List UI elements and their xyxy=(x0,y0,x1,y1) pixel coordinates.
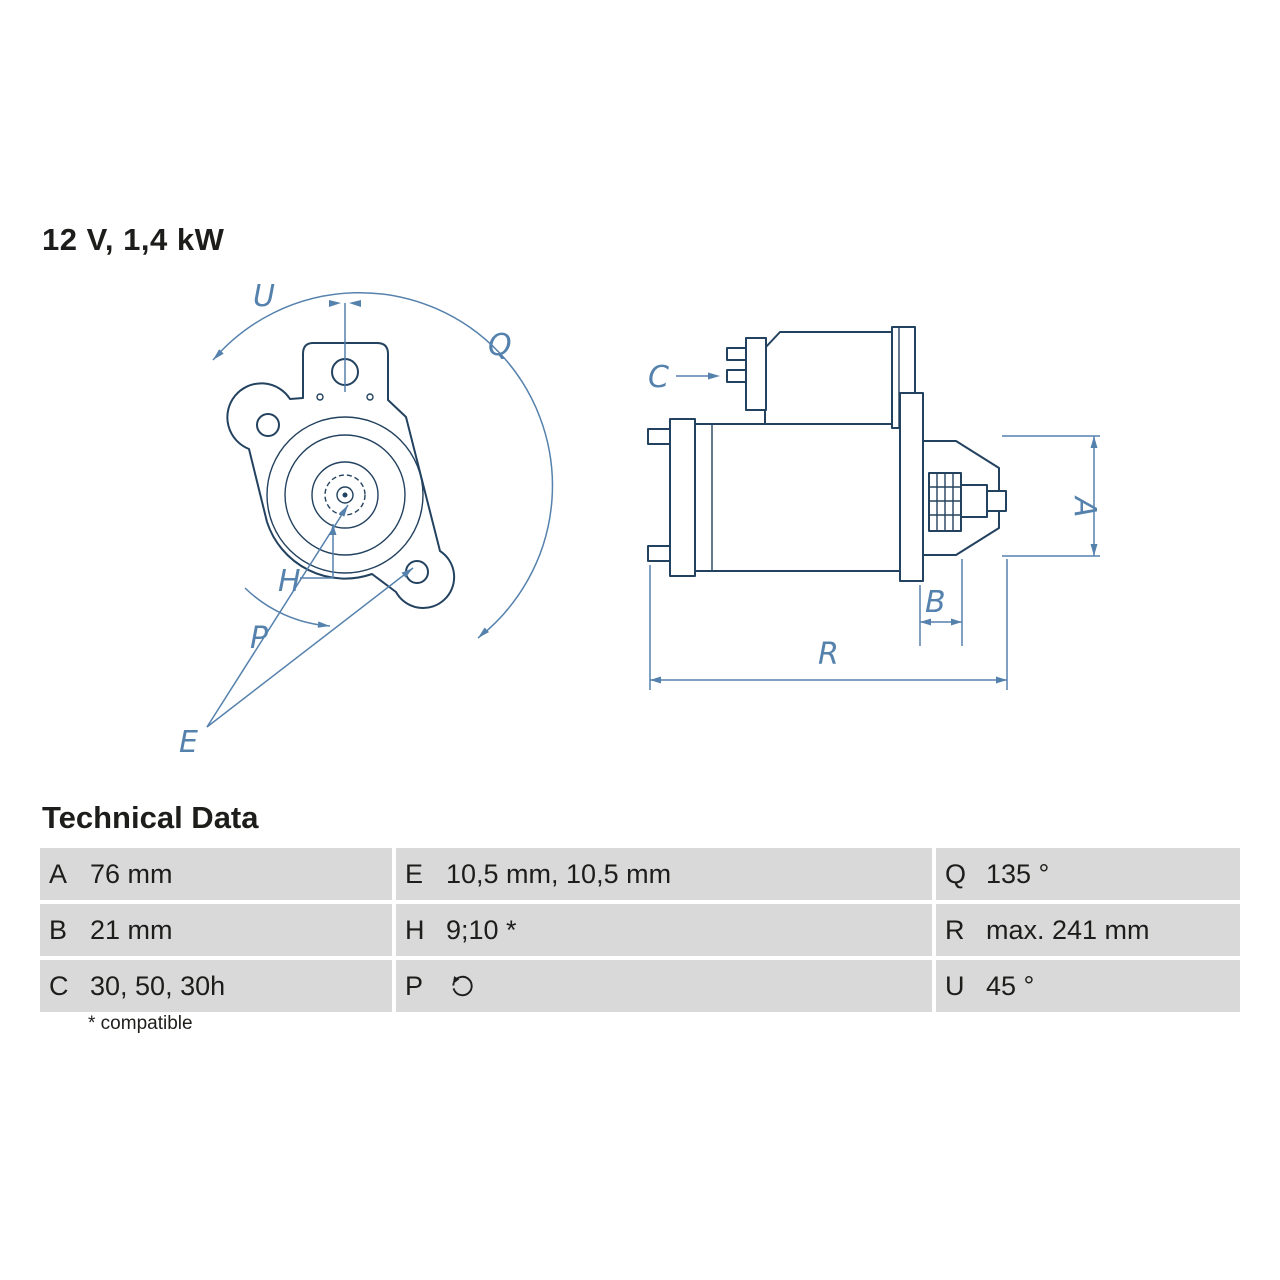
motor-body xyxy=(694,423,906,572)
drive-shaft xyxy=(960,484,988,518)
mounting-flange xyxy=(899,392,924,582)
spec-cell-e: E 10,5 mm, 10,5 mm xyxy=(396,848,932,900)
spec-value: 21 mm xyxy=(90,914,173,945)
spec-key: A xyxy=(49,858,68,889)
dim-label-q: Q xyxy=(488,328,512,363)
end-cap xyxy=(669,418,696,577)
mounting-hole-top xyxy=(256,413,280,437)
spec-value: 9;10 * xyxy=(446,914,517,945)
terminal-stud-bottom xyxy=(726,369,747,383)
spec-value: 10,5 mm, 10,5 mm xyxy=(446,858,672,889)
spec-value: max. 241 mm xyxy=(986,914,1150,945)
front-view-dimensions: U Q H P E xyxy=(179,279,554,760)
dim-label-u: U xyxy=(253,279,275,314)
technical-data-table: A 76 mm E 10,5 mm, 10,5 mm Q 135 ° B 21 … xyxy=(40,848,1240,1012)
side-view-dimensions: C A B R xyxy=(648,360,1102,690)
spec-key: U xyxy=(945,970,965,1001)
spec-cell-c: C 30, 50, 30h xyxy=(40,960,392,1012)
spec-key: E xyxy=(405,858,424,889)
dim-label-h: H xyxy=(278,564,301,599)
dim-label-r: R xyxy=(818,637,839,672)
spec-key: Q xyxy=(945,858,967,889)
spec-key: P xyxy=(405,970,424,1001)
spec-cell-q: Q 135 ° xyxy=(936,848,1240,900)
technical-data-heading: Technical Data xyxy=(42,800,259,835)
spec-value: 45 ° xyxy=(986,970,1035,1001)
spec-key: C xyxy=(49,970,69,1001)
spline-hub xyxy=(324,474,366,516)
front-view-drawing xyxy=(226,342,456,609)
spec-cell-h: H 9;10 * xyxy=(396,904,932,956)
terminal-stud-top xyxy=(726,347,747,361)
dim-label-b: B xyxy=(925,585,946,620)
dim-label-p: P xyxy=(250,621,269,656)
angle-arc xyxy=(212,292,554,639)
spec-cell-b: B 21 mm xyxy=(40,904,392,956)
spec-cell-p: P xyxy=(396,960,932,1012)
shaft-end xyxy=(986,490,1007,512)
spec-key: R xyxy=(945,914,965,945)
dim-label-e: E xyxy=(179,725,198,760)
spec-value: 135 ° xyxy=(986,858,1050,889)
solenoid xyxy=(764,331,893,425)
spec-value: 76 mm xyxy=(90,858,173,889)
spec-key: H xyxy=(405,914,425,945)
rotation-direction-icon xyxy=(452,975,473,997)
starter-motor-diagram: U Q H P E xyxy=(179,279,1102,760)
spec-cell-r: R max. 241 mm xyxy=(936,904,1240,956)
spec-cell-u: U 45 ° xyxy=(936,960,1240,1012)
compatibility-footnote: * compatible xyxy=(88,1013,193,1034)
power-rating-title: 12 V, 1,4 kW xyxy=(42,222,225,257)
side-view-drawing xyxy=(647,326,1007,582)
spec-cell-a: A 76 mm xyxy=(40,848,392,900)
dim-label-a: A xyxy=(1067,495,1102,518)
dim-label-c: C xyxy=(648,360,669,395)
spec-value: 30, 50, 30h xyxy=(90,970,226,1001)
spec-key: B xyxy=(49,914,68,945)
